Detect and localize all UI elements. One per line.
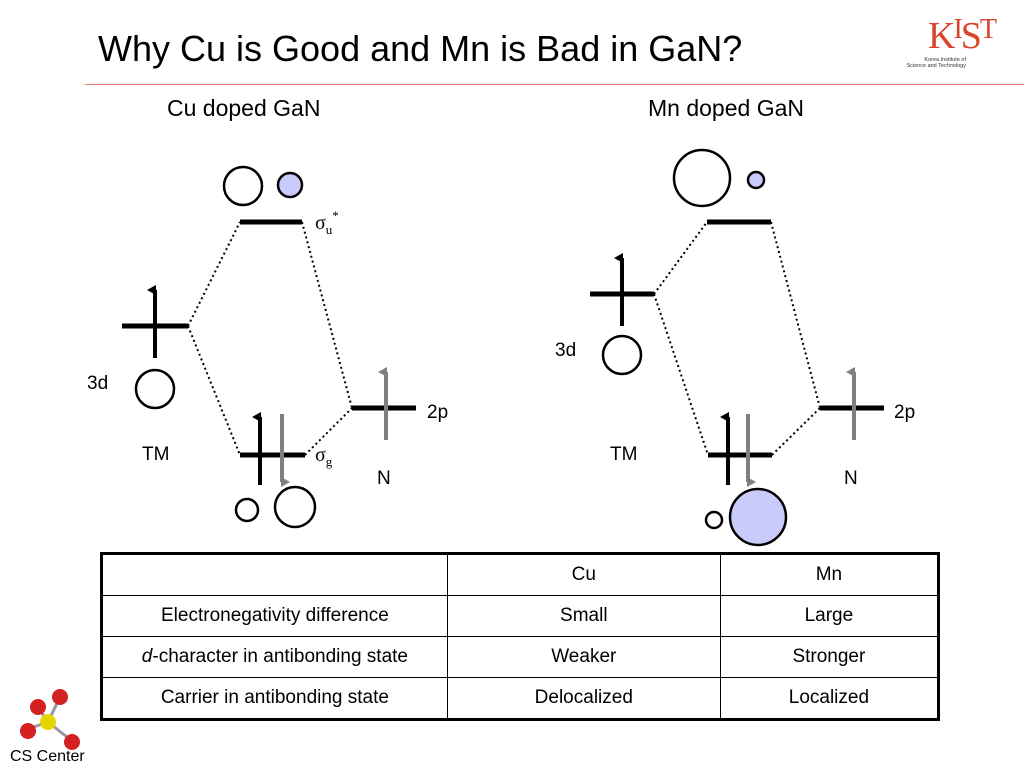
cu-diagram-heading: Cu doped GaN (167, 95, 321, 121)
cu-cell: Delocalized (446, 677, 721, 720)
table-header-cell (101, 553, 448, 596)
cu-correlation-lines (187, 221, 353, 456)
cu-bonding-orbital-large (273, 485, 317, 529)
cu-diagram: σu* σg (122, 165, 416, 529)
mn-n-label: N (844, 468, 858, 489)
cu-n-label: N (377, 468, 391, 489)
table-header-cell: Cu (446, 553, 721, 596)
mn-3d-label: 3d (555, 340, 577, 361)
orbital-diagram: σu* σg (122, 148, 884, 547)
table-row: Electronegativity difference Small Large (101, 595, 940, 637)
mn-bonding-orbital-filled (728, 487, 788, 547)
mn-diagram (590, 148, 884, 547)
slide-title: Why Cu is Good and Mn is Bad in GaN? (98, 28, 743, 69)
cu-antibonding-orbital-filled (276, 171, 304, 199)
cu-3d-label: 3d (87, 373, 109, 394)
title-divider (85, 84, 1024, 85)
mn-bonding-orbital-small (704, 510, 724, 530)
cu-cell: Small (446, 595, 721, 637)
mn-2p-label: 2p (894, 402, 916, 423)
mn-cell: Localized (719, 677, 940, 720)
mn-antibonding-orbital-filled (746, 170, 766, 190)
table-row: d-character in antibonding state Weaker … (101, 636, 940, 678)
mn-tm-label: TM (610, 444, 638, 465)
kist-logo-letters: KIST (928, 14, 997, 57)
cu-tm-label: TM (142, 444, 170, 465)
mn-antibonding-orbital-large (672, 148, 732, 208)
comparison-table: Cu Mn Electronegativity difference Small… (100, 552, 940, 721)
mn-diagram-heading: Mn doped GaN (648, 95, 804, 121)
row-label: Electronegativity difference (101, 595, 448, 637)
mn-cell: Stronger (719, 636, 940, 678)
cu-bonding-orbital-small (234, 497, 260, 523)
kist-logo: KIST Korea Institute of Science and Tech… (880, 14, 997, 76)
cu-2p-label: 2p (427, 402, 449, 423)
mn-tm-3d-orbital (601, 334, 643, 376)
cu-bonding-label: σg (315, 444, 333, 469)
cu-antibonding-orbital-large (222, 165, 264, 207)
table-header-cell: Mn (719, 553, 940, 596)
row-label: Carrier in antibonding state (101, 677, 448, 720)
mn-correlation-lines (653, 221, 821, 456)
cu-tm-3d-orbital (134, 368, 176, 410)
cu-cell: Weaker (446, 636, 721, 678)
kist-logo-subtitle: Korea Institute of Science and Technolog… (906, 57, 966, 69)
cu-antibonding-label: σu* (315, 208, 339, 237)
table-header-row: Cu Mn (101, 553, 940, 596)
mn-cell: Large (719, 595, 940, 637)
cs-center-label: CS Center (10, 748, 85, 765)
row-label: d-character in antibonding state (101, 636, 448, 678)
cs-center-logo (20, 689, 80, 750)
table-row: Carrier in antibonding state Delocalized… (101, 677, 940, 720)
